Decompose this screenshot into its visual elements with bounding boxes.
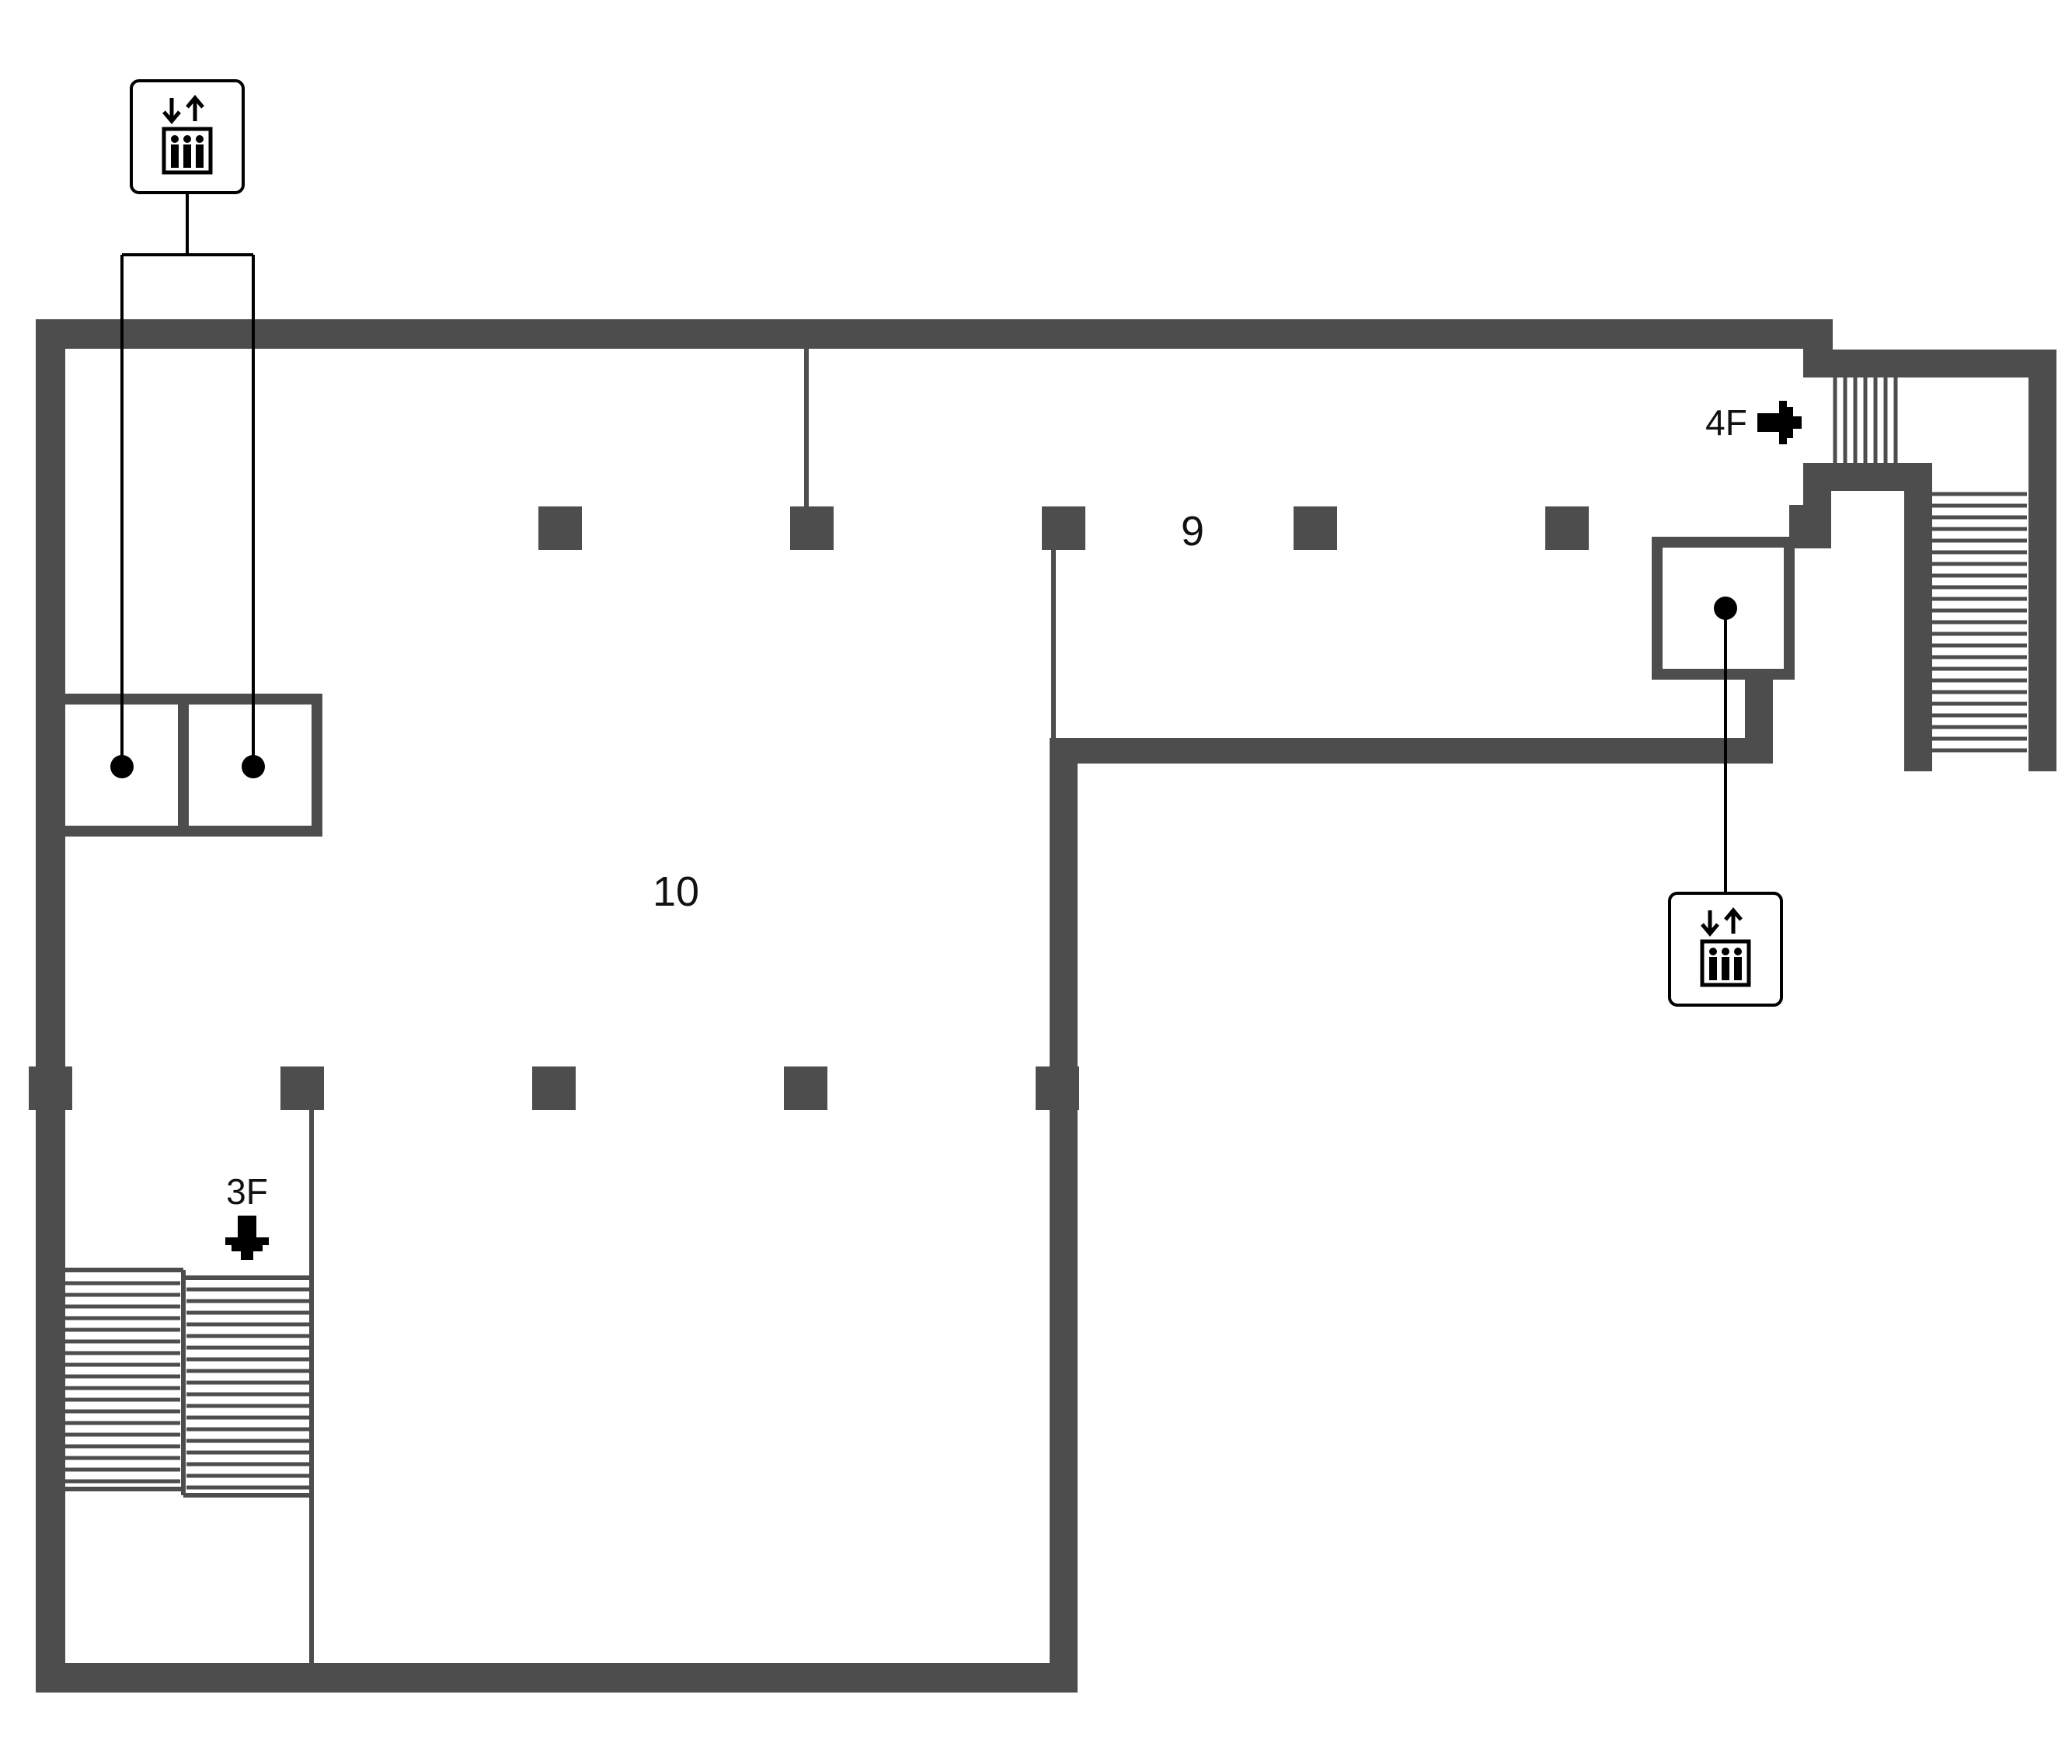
pillar	[532, 1066, 576, 1110]
stairs-upper-right	[1833, 378, 2027, 753]
pillar	[1294, 506, 1337, 550]
right-arrow-icon	[1757, 401, 1802, 444]
pillar	[29, 1066, 72, 1110]
pillar	[784, 1066, 827, 1110]
elevator-icon[interactable]	[130, 79, 245, 194]
pillar	[1545, 506, 1589, 550]
elevator-point	[1714, 597, 1737, 620]
elevator-leaders	[110, 193, 1737, 893]
room-label-10: 10	[653, 868, 699, 915]
pillar	[538, 506, 582, 550]
pillar	[1042, 506, 1085, 550]
partitions	[309, 349, 1056, 1663]
room-label-9: 9	[1181, 508, 1204, 555]
pillar	[280, 1066, 324, 1110]
pillar	[1036, 1066, 1079, 1110]
elevator-point	[110, 755, 134, 778]
stair-label-down: 3F	[226, 1171, 268, 1212]
pillars	[29, 506, 1589, 1110]
pillar	[790, 506, 834, 550]
down-arrow-icon	[225, 1216, 269, 1260]
elevator-icon[interactable]	[1668, 892, 1783, 1007]
elevator-shafts-left	[54, 694, 322, 837]
outer-walls	[36, 319, 2056, 1693]
elevator-point	[242, 755, 265, 778]
stair-label-up: 4F	[1705, 402, 1747, 443]
stairs-lower-left	[65, 1268, 312, 1498]
